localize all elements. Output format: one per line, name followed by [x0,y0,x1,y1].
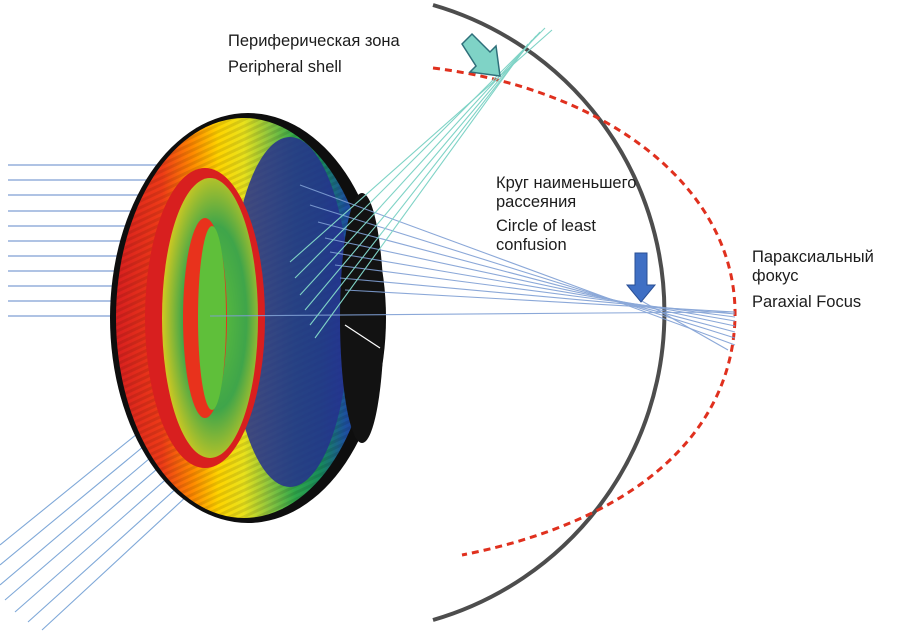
arrow-down-icon [625,252,657,303]
paraxial-label-en: Paraxial Focus [752,293,862,311]
peripheral-zone-label-ru: Периферическая зона [228,32,400,50]
peripheral-rays [289,27,553,339]
rim-ray [344,324,381,349]
circle-label-en-line2: confusion [496,236,567,254]
paraxial-label-ru-line2: фокус [752,267,799,285]
circle-label-ru-line1: Круг наименьшего [496,174,637,192]
circle-label-en-line1: Circle of least [496,217,596,235]
lens-torus [110,113,386,523]
circle-label-ru-line2: рассеяния [496,193,577,211]
caustic-dashed-curve [432,66,737,557]
peripheral-zone-label-en: Peripheral shell [228,58,342,76]
paraxial-label-ru-line1: Параксиальный [752,248,874,266]
arrow-down-right-icon [461,32,501,77]
refracted-rays [209,184,736,351]
